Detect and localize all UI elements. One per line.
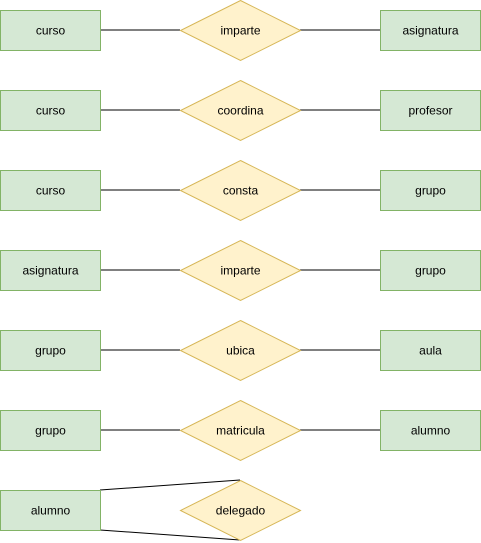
entity-label: alumno bbox=[411, 424, 451, 438]
relationship-diamond[interactable] bbox=[179, 479, 302, 542]
relationship-diamond[interactable] bbox=[179, 239, 302, 302]
recursive-relationship-row: alumno delegado bbox=[0, 479, 302, 542]
relationship-label: consta bbox=[223, 184, 259, 198]
entity-box[interactable] bbox=[380, 410, 481, 451]
entity-box[interactable] bbox=[0, 90, 101, 131]
recursive-connector-bottom bbox=[99, 529, 241, 541]
relationship-diamond[interactable] bbox=[179, 319, 302, 382]
relationship-diamond[interactable] bbox=[179, 399, 302, 462]
relationship-label: matricula bbox=[216, 424, 265, 438]
recursive-connector-top bbox=[99, 479, 241, 491]
relationship-row-5: grupo ubica aula bbox=[0, 319, 481, 382]
entity-label: profesor bbox=[408, 104, 452, 118]
entity-box[interactable] bbox=[0, 250, 101, 291]
relationship-row-6: grupo matricula alumno bbox=[0, 399, 481, 462]
relationship-row-1: curso imparte asignatura bbox=[0, 0, 481, 62]
entity-box[interactable] bbox=[0, 410, 101, 451]
entity-label: grupo bbox=[415, 184, 446, 198]
entity-box[interactable] bbox=[0, 10, 101, 51]
relationship-label: imparte bbox=[220, 24, 260, 38]
relationship-diamond[interactable] bbox=[179, 79, 302, 142]
relationship-label: coordina bbox=[217, 104, 263, 118]
relationship-label: delegado bbox=[216, 504, 266, 518]
entity-box[interactable] bbox=[0, 490, 101, 531]
entity-box[interactable] bbox=[0, 330, 101, 371]
entity-box[interactable] bbox=[380, 90, 481, 131]
entity-label: asignatura bbox=[402, 24, 458, 38]
entity-label: curso bbox=[36, 104, 66, 118]
entity-box[interactable] bbox=[380, 250, 481, 291]
entity-label: alumno bbox=[31, 504, 71, 518]
entity-label: grupo bbox=[35, 424, 66, 438]
entity-box[interactable] bbox=[380, 170, 481, 211]
entity-label: aula bbox=[419, 344, 442, 358]
relationship-diamond[interactable] bbox=[179, 0, 302, 62]
relationship-row-2: curso coordina profesor bbox=[0, 79, 481, 142]
relationship-row-3: curso consta grupo bbox=[0, 159, 481, 222]
entity-box[interactable] bbox=[0, 170, 101, 211]
entity-label: grupo bbox=[415, 264, 446, 278]
relationship-diamond[interactable] bbox=[179, 159, 302, 222]
entity-box[interactable] bbox=[380, 330, 481, 371]
entity-label: curso bbox=[36, 184, 66, 198]
relationship-label: ubica bbox=[226, 344, 255, 358]
entity-label: curso bbox=[36, 24, 66, 38]
relationship-row-4: asignatura imparte grupo bbox=[0, 239, 481, 302]
relationship-label: imparte bbox=[220, 264, 260, 278]
entity-label: grupo bbox=[35, 344, 66, 358]
entity-label: asignatura bbox=[22, 264, 78, 278]
